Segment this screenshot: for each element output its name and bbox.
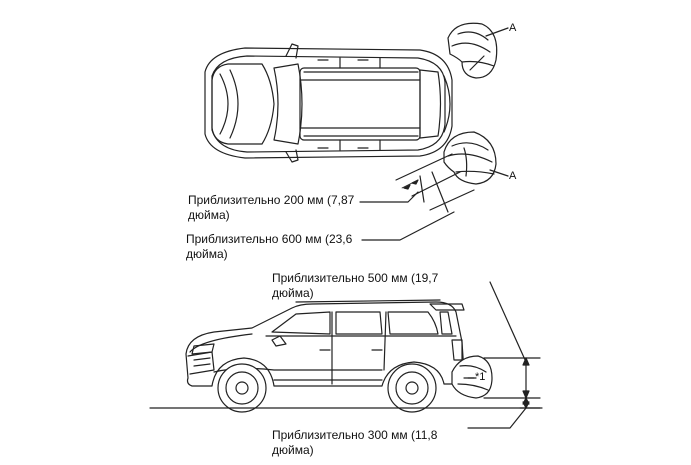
sensor-a-upper-shape [447,22,509,79]
dimension-lines-top [359,153,475,241]
label-approx-200mm: Приблизительно 200 мм (7,87 дюйма) [188,193,355,222]
marker-a-lower: A [509,170,517,182]
marker-star1: *1 [475,371,486,383]
label-approx-300mm: Приблизительно 300 мм (11,8 дюйма) [272,428,438,457]
label-approx-500mm: Приблизительно 500 мм (19,7 дюйма) [272,271,439,300]
dimension-lines-side [463,281,541,429]
vehicle-top-view [204,43,453,163]
sensor-a-lower-shape [443,131,509,185]
label-approx-600mm: Приблизительно 600 мм (23,6 дюйма) [186,232,353,261]
vehicle-side-view [185,299,465,413]
sensor-side-shape [451,355,493,399]
marker-a-upper: A [509,22,517,34]
